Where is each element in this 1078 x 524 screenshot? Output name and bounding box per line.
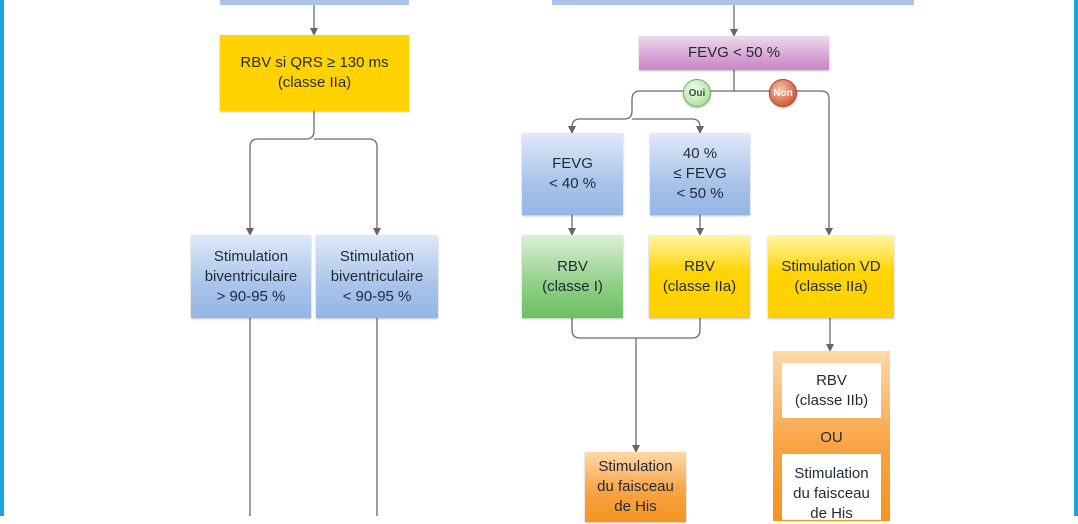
box-stim-biv-lt-line3: < 90-95 % bbox=[342, 287, 412, 305]
box-stim-his-right: Stimulation du faisceau de His bbox=[782, 454, 881, 522]
box-rbv-qrs-line1: RBV si QRS ≥ 130 ms bbox=[240, 54, 389, 71]
label-ou: OU bbox=[820, 429, 843, 446]
box-rbv-classe-iia-line2: (classe IIa) bbox=[662, 277, 737, 295]
box-stim-biv-gt-line3: > 90-95 % bbox=[216, 287, 286, 305]
frame-right-border bbox=[1074, 0, 1078, 516]
connector-fevg-non bbox=[734, 90, 833, 236]
box-fevg-40-50-line3: < 50 % bbox=[676, 185, 724, 202]
badge-non: Non bbox=[769, 79, 797, 107]
box-fevg-40: FEVG < 40 % bbox=[522, 133, 623, 215]
box-rbv-qrs: RBV si QRS ≥ 130 ms (classe IIa) bbox=[220, 35, 409, 111]
box-fevg-40-line2: < 40 % bbox=[548, 175, 597, 192]
box-stim-his-left-line1: Stimulation bbox=[598, 458, 673, 475]
connector-qrs-split bbox=[246, 111, 315, 236]
connector-fevg-oui-right bbox=[632, 118, 704, 134]
box-stim-biv-lt: Stimulation biventriculaire < 90-95 % bbox=[316, 235, 438, 318]
box-rbv-classe-i: RBV (classe I) bbox=[522, 235, 623, 318]
box-fevg-40-50-line1: 40 % bbox=[682, 145, 718, 162]
box-rbv-classe-iib: RBV (classe IIb) bbox=[782, 363, 881, 418]
box-stim-his-left-line2: du faisceau bbox=[597, 478, 674, 495]
box-stim-biv-gt-line1: Stimulation bbox=[213, 247, 289, 265]
box-rbv-classe-i-line1: RBV bbox=[557, 257, 588, 275]
top-box-left bbox=[220, 0, 409, 5]
box-fevg-50: FEVG < 50 % bbox=[639, 36, 829, 70]
box-fevg-50-line1: FEVG < 50 % bbox=[687, 44, 781, 61]
box-rbv-classe-iia: RBV (classe IIa) bbox=[649, 235, 750, 318]
box-stim-his-right-line3: de His bbox=[810, 505, 853, 522]
box-rbv-classe-i-line2: (classe I) bbox=[542, 277, 603, 295]
box-stim-vd: Stimulation VD (classe IIa) bbox=[768, 235, 894, 318]
box-fevg-40-line1: FEVG bbox=[552, 155, 593, 172]
box-stim-vd-line2: (classe IIa) bbox=[794, 277, 868, 295]
box-fevg-40-50: 40 % ≤ FEVG < 50 % bbox=[650, 133, 750, 215]
connector-qrs-split-right bbox=[314, 138, 381, 236]
box-fevg-40-50-line2: ≤ FEVG bbox=[673, 165, 727, 182]
box-stim-his-left: Stimulation du faisceau de His bbox=[585, 452, 686, 522]
box-stim-biv-gt: Stimulation biventriculaire > 90-95 % bbox=[191, 235, 311, 318]
box-stim-vd-line1: Stimulation VD bbox=[781, 257, 881, 275]
frame-left-border bbox=[0, 0, 4, 516]
badge-oui: Oui bbox=[683, 79, 711, 107]
top-box-right bbox=[552, 0, 914, 5]
box-stim-biv-lt-line2: biventriculaire bbox=[330, 267, 424, 285]
connector-fevg-oui bbox=[568, 70, 735, 134]
box-stim-his-right-line2: du faisceau bbox=[793, 485, 870, 502]
box-rbv-classe-iia-line1: RBV bbox=[684, 257, 715, 275]
box-rbv-qrs-line2: (classe IIa) bbox=[277, 74, 352, 91]
box-rbv-classe-iib-line2: (classe IIb) bbox=[794, 391, 869, 409]
box-stim-his-left-line3: de His bbox=[614, 498, 657, 515]
connector-merge-his bbox=[571, 318, 701, 339]
box-rbv-classe-iib-line1: RBV bbox=[816, 371, 847, 389]
box-stim-biv-gt-line2: biventriculaire bbox=[204, 267, 298, 285]
box-stim-biv-lt-line1: Stimulation bbox=[339, 247, 415, 265]
box-stim-his-right-line1: Stimulation bbox=[794, 465, 869, 482]
